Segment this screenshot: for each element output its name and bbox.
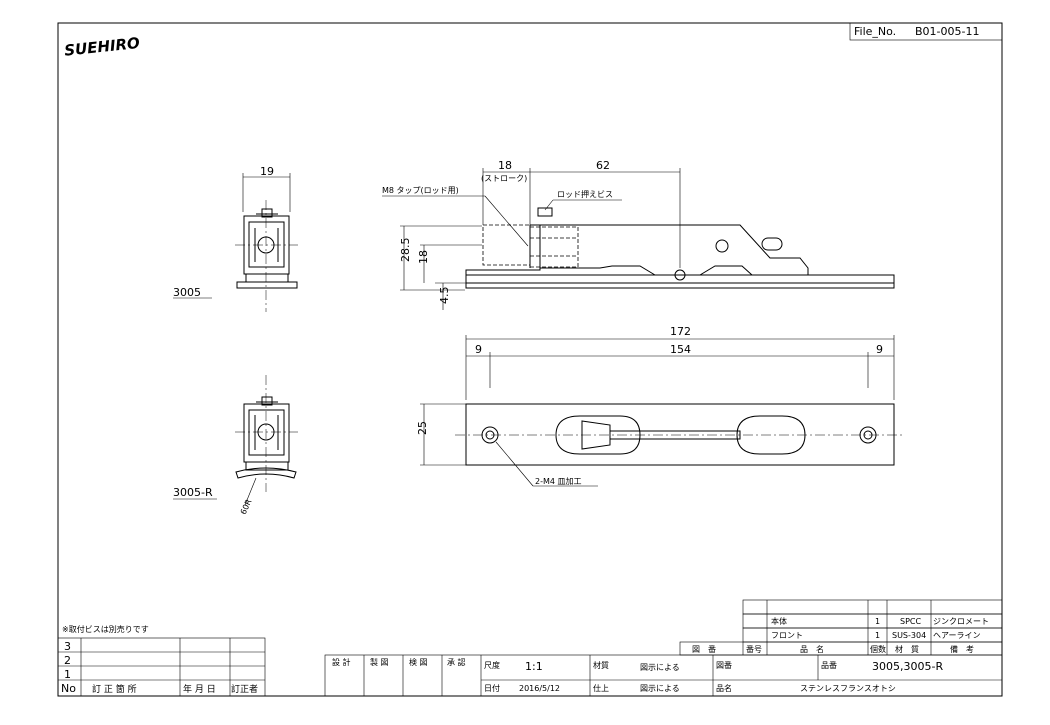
hdr-zaishitsu: 材 質	[895, 644, 919, 654]
rev-hdr-date: 年 月 日	[183, 683, 216, 695]
tb-zuban-label: 図番	[716, 660, 732, 670]
dim-stroke-note: (ストローク)	[481, 174, 527, 183]
tb-name-label: 品名	[716, 683, 732, 693]
dim-172: 172	[670, 325, 691, 338]
tb-hinban-value: 3005,3005-R	[872, 660, 943, 673]
label-60r: 60R	[239, 498, 254, 516]
tb-finish-label: 仕上	[593, 683, 609, 693]
tb-date-label: 日付	[484, 683, 500, 693]
rev-hdr-person: 訂正者	[231, 683, 258, 695]
file-no-box	[849, 22, 1003, 41]
part-1-qty: 1	[875, 617, 880, 626]
hdr-biko: 備 考	[950, 644, 974, 654]
tb-scale-value: 1:1	[525, 660, 543, 673]
dim-28-5: 28.5	[399, 238, 412, 263]
suehiro-logo: SUEHIRO	[63, 34, 140, 60]
hdr-hinmei: 品 名	[800, 644, 824, 654]
dim-9-right: 9	[876, 343, 883, 356]
tb-sekkei: 設 計	[332, 657, 351, 667]
rev-hdr-place: 訂 正 箇 所	[92, 683, 137, 695]
tb-finish-value: 図示による	[640, 684, 680, 693]
parts-list: 本体 1 SPCC ジンクロメート フロント 1 SUS-304 ヘアーライン …	[679, 599, 1003, 656]
part-2-remark: ヘアーライン	[933, 631, 981, 640]
label-3005-r: 3005-R	[173, 486, 213, 499]
sheet-border	[57, 22, 1003, 697]
tb-seizu: 製 図	[370, 657, 389, 667]
label-3005: 3005	[173, 286, 201, 299]
dim-62: 62	[596, 159, 610, 172]
tb-hinban-label: 品番	[821, 660, 837, 670]
tb-shonin: 承 認	[447, 657, 466, 667]
rev-row-1: 1	[64, 668, 71, 681]
revision-table: ※取付ビスは別売りです 3 2 1 No 訂 正 箇 所 年 月 日 訂正者	[57, 624, 266, 697]
dim-18-vertical: 18	[417, 250, 430, 264]
hdr-bango: 番号	[746, 644, 762, 654]
logo-text: SUEHIRO	[63, 34, 140, 60]
side-view-3005-r: 3005-R 60R	[173, 375, 298, 516]
dim-154: 154	[670, 343, 691, 356]
dim-25: 25	[416, 421, 429, 435]
rod-screw-note: ロッド押えビス	[557, 189, 613, 199]
tb-kenzu: 検 図	[409, 657, 428, 667]
rev-hdr-no: No	[61, 682, 76, 695]
tb-date-value: 2016/5/12	[519, 684, 560, 693]
hdr-kosu: 個数	[870, 644, 886, 654]
tb-material-label: 材質	[593, 660, 609, 670]
file-no-label: File_No.	[854, 25, 896, 38]
rev-row-2: 2	[64, 654, 71, 667]
part-1-name: 本体	[771, 616, 787, 626]
dim-19: 19	[260, 165, 274, 178]
title-block: 設 計 製 図 検 図 承 認 尺度 1:1 材質 図示による 図番 品番 30…	[324, 654, 1003, 697]
tb-material-value: 図示による	[640, 663, 680, 672]
hole-note: 2-M4 皿加工	[535, 476, 582, 486]
m8-tap-note: M8 タップ(ロッド用)	[382, 186, 459, 195]
dim-4-5: 4.5	[438, 287, 451, 305]
file-no-value: B01-005-11	[915, 25, 979, 38]
tb-name-value: ステンレスフランスオトシ	[800, 684, 896, 693]
dim-9-left: 9	[475, 343, 482, 356]
part-1-remark: ジンクロメート	[933, 617, 989, 626]
screw-note: ※取付ビスは別売りです	[62, 624, 149, 634]
plan-view: 172 9 154 9 25 2-M4 皿加工	[416, 325, 905, 487]
part-2-material: SUS-304	[892, 631, 926, 640]
front-view: 18 (ストローク) 62 M8 タップ(ロッド用) ロッド押えビス 28.5 …	[382, 159, 895, 310]
hdr-zuban: 図 番	[692, 644, 716, 654]
part-1-material: SPCC	[900, 617, 921, 626]
part-2-qty: 1	[875, 631, 880, 640]
side-view-3005: 19 3005	[173, 165, 298, 312]
tb-scale-label: 尺度	[484, 660, 500, 670]
dim-18-stroke: 18	[498, 159, 512, 172]
rev-row-3: 3	[64, 640, 71, 653]
part-2-name: フロント	[771, 631, 803, 640]
